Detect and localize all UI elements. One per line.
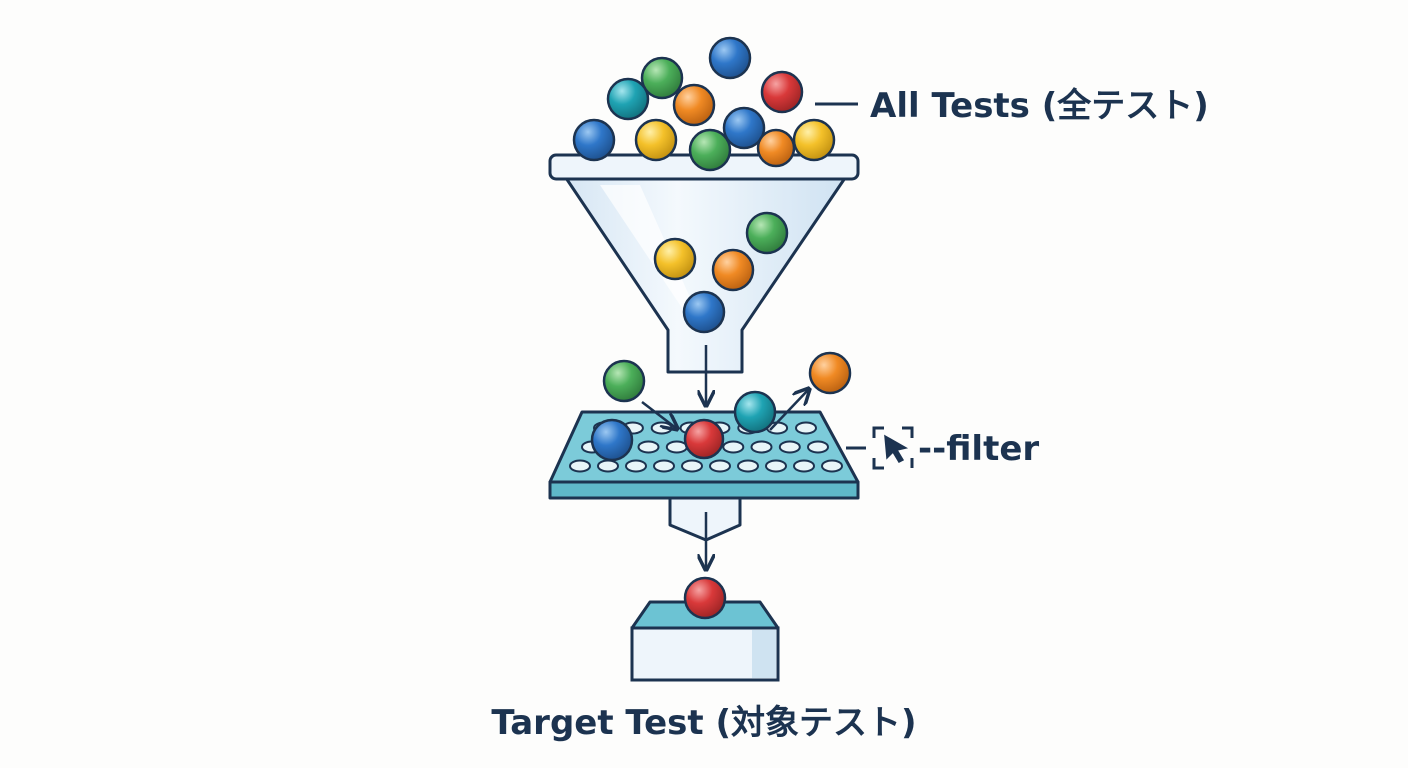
- ball-orange: [756, 128, 796, 168]
- arrow-reject-teal: [769, 390, 808, 431]
- ball-red-target: [683, 576, 727, 620]
- ball-yellow: [792, 118, 836, 162]
- ball-green: [745, 211, 789, 255]
- ball-green-rejected: [602, 359, 646, 403]
- ball-blue: [572, 118, 616, 162]
- ball-orange: [672, 83, 716, 127]
- sieve-hole: [653, 459, 675, 473]
- sieve-hole: [569, 459, 591, 473]
- ball-blue-rejected: [590, 418, 634, 462]
- sieve-hole: [597, 459, 619, 473]
- sieve-hole: [807, 440, 829, 454]
- ball-orange: [711, 248, 755, 292]
- sieve-hole: [681, 459, 703, 473]
- all-tests-label: All Tests (全テスト): [870, 86, 1209, 126]
- sieve-hole: [650, 421, 673, 435]
- ball-red-selected: [683, 418, 725, 460]
- sieve-hole: [665, 440, 688, 454]
- ball-blue: [682, 290, 726, 334]
- funnel-cone: [564, 176, 847, 374]
- arrow-reject-green: [641, 401, 676, 428]
- ball-yellow: [634, 118, 678, 162]
- ball-red: [760, 70, 804, 114]
- ball-teal-rejected: [733, 390, 777, 434]
- balls-all-tests: [572, 36, 836, 172]
- sieve-hole: [709, 459, 731, 473]
- ball-teal: [606, 77, 650, 121]
- sieve-hole: [722, 440, 745, 454]
- filter-label: --filter: [918, 429, 1039, 469]
- sieve-hole: [737, 459, 759, 473]
- sieve-hole: [750, 440, 773, 454]
- funnel-highlight: [600, 185, 700, 320]
- sieve-hole: [778, 440, 801, 454]
- sieve-hole: [821, 459, 843, 473]
- sieve-base: [548, 480, 860, 500]
- sieve-hole: [793, 459, 815, 473]
- sieve-hole: [637, 440, 660, 454]
- balls-at-filter: [590, 351, 852, 462]
- sieve-hole: [795, 421, 817, 435]
- target-box: [630, 576, 780, 682]
- target-box-shade: [752, 630, 776, 678]
- ball-yellow: [653, 237, 697, 281]
- ball-blue: [722, 106, 766, 150]
- ball-green: [640, 56, 684, 100]
- ball-green: [688, 128, 732, 172]
- target-test-label: Target Test (対象テスト): [491, 703, 916, 743]
- sieve-hole: [765, 459, 787, 473]
- ball-orange-rejected: [808, 351, 852, 395]
- balls-in-funnel: [653, 211, 789, 334]
- sieve-hole: [625, 459, 647, 473]
- ball-blue: [708, 36, 752, 80]
- cursor-select-icon: [872, 426, 914, 470]
- funnel: [548, 153, 860, 374]
